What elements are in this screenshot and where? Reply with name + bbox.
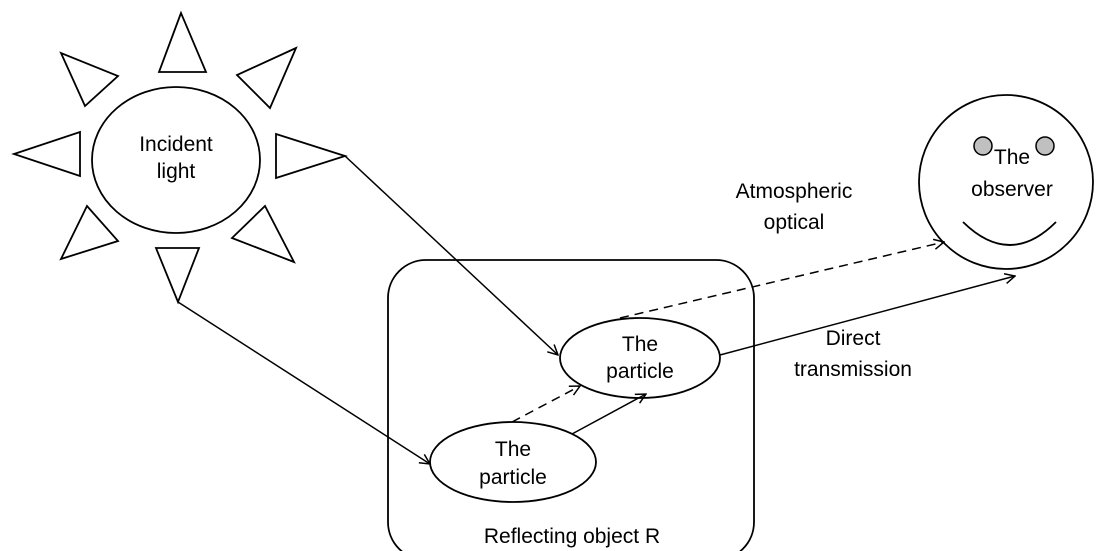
sun-ray-right	[275, 132, 348, 180]
sun-ray-bottom-left	[59, 204, 120, 261]
particle-upper-label-line1: The	[622, 333, 658, 356]
observer-label-line2: observer	[971, 178, 1053, 201]
sun-ray-top	[157, 10, 208, 73]
reflecting-object-box	[387, 259, 755, 551]
particle-upper-label-line2: particle	[606, 360, 674, 383]
sun-ray-top-left	[59, 51, 120, 108]
direct-label-line2: transmission	[794, 358, 912, 381]
arrow-sun-to-particle-lower	[177, 301, 430, 464]
particle-lower-ellipse	[429, 421, 597, 503]
incident-light-sun: Incident light	[11, 10, 348, 305]
observer-eye-left	[973, 136, 993, 156]
reflecting-object-label: Reflecting object R	[484, 525, 660, 548]
observer-mouth	[962, 221, 1057, 246]
sun-ray-bottom-right	[230, 204, 296, 264]
atmospheric-label-line1: Atmospheric	[736, 180, 853, 203]
sun-ray-left	[11, 130, 81, 178]
arrow-particle-to-observer-dashed	[619, 242, 944, 319]
arrow-sun-to-particle-upper	[344, 155, 558, 355]
sun-ray-bottom	[154, 247, 201, 305]
particle-lower: The particle	[429, 421, 597, 503]
particle-upper-ellipse	[559, 317, 721, 399]
direct-label-line1: Direct	[826, 327, 881, 350]
particle-lower-label-line1: The	[495, 438, 531, 461]
sun-label-line2: light	[157, 160, 196, 183]
sun-ray-top-right	[235, 46, 298, 110]
atmospheric-label-line2: optical	[764, 211, 825, 234]
arrow-particle-to-observer-direct	[719, 276, 1015, 356]
observer-label-line1: The	[994, 146, 1030, 169]
particle-lower-label-line2: particle	[479, 466, 547, 489]
arrow-particle-lower-to-upper-dashed	[511, 386, 580, 423]
particle-upper: The particle	[559, 317, 721, 399]
arrow-particle-lower-to-upper-solid	[571, 394, 646, 435]
sun-core	[91, 86, 261, 234]
observer-eye-right	[1035, 136, 1055, 156]
observer-face: The observer	[918, 94, 1094, 270]
sun-label-line1: Incident	[139, 133, 213, 156]
observer-circle	[918, 94, 1094, 270]
